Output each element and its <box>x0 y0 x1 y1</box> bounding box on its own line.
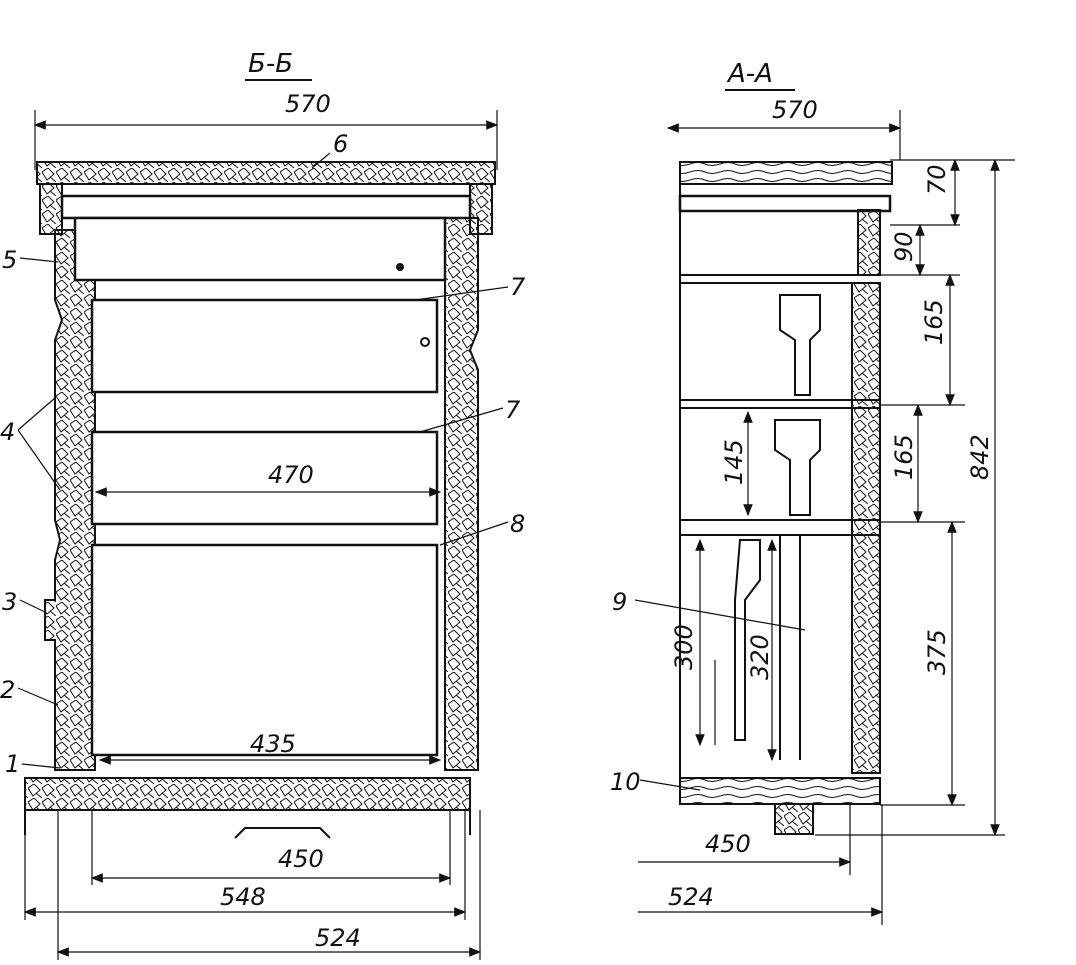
dim-aa-450: 450 <box>705 830 751 858</box>
frame-middle <box>90 430 439 526</box>
callout-6: 6 <box>333 130 348 158</box>
section-aa-title: А-А <box>726 59 773 89</box>
callout-9: 9 <box>612 588 627 616</box>
dim-aa-165a: 165 <box>920 299 948 345</box>
section-bb: Б-Б 570 470 435 450 548 524 <box>0 49 526 960</box>
callout-7b: 7 <box>505 396 521 424</box>
callout-7a: 7 <box>510 273 526 301</box>
dim-bb-570: 570 <box>285 90 331 118</box>
callout-3: 3 <box>2 588 17 616</box>
dim-bb-524: 524 <box>315 924 361 952</box>
callout-1: 1 <box>5 750 20 778</box>
feeder <box>73 216 447 282</box>
callout-5: 5 <box>2 246 17 274</box>
dim-aa-145: 145 <box>720 439 748 485</box>
dim-bb-435: 435 <box>250 730 296 758</box>
frame-side-middle <box>774 419 821 516</box>
bottom-board <box>24 777 471 811</box>
roof-lid <box>36 161 496 185</box>
frame-side-upper <box>779 294 821 396</box>
dim-aa-842: 842 <box>966 434 994 480</box>
bottom-board-side <box>679 777 881 805</box>
callout-8: 8 <box>510 510 525 538</box>
dim-aa-70: 70 <box>923 164 951 195</box>
dim-aa-320: 320 <box>746 634 774 680</box>
dim-bb-450: 450 <box>278 845 324 873</box>
dim-aa-300: 300 <box>670 624 698 670</box>
dim-aa-375: 375 <box>923 629 951 675</box>
side-wall <box>851 282 881 774</box>
section-bb-title: Б-Б <box>248 49 293 79</box>
callout-10: 10 <box>610 768 641 796</box>
dim-bb-470: 470 <box>268 461 314 489</box>
callout-4: 4 <box>0 418 15 446</box>
dim-aa-524: 524 <box>668 883 714 911</box>
callout-2: 2 <box>0 676 15 704</box>
dim-aa-165b: 165 <box>890 434 918 480</box>
left-wall <box>44 229 96 771</box>
dim-aa-90: 90 <box>890 231 918 262</box>
section-aa: А-А 570 145 300 320 <box>610 59 1015 925</box>
frame-upper <box>90 298 439 394</box>
roof-lid-side <box>679 161 893 185</box>
right-wall <box>444 217 479 771</box>
dim-aa-570: 570 <box>772 96 818 124</box>
dim-bb-548: 548 <box>220 883 266 911</box>
frame-lower <box>90 543 439 757</box>
frame-side-lower <box>734 539 761 741</box>
